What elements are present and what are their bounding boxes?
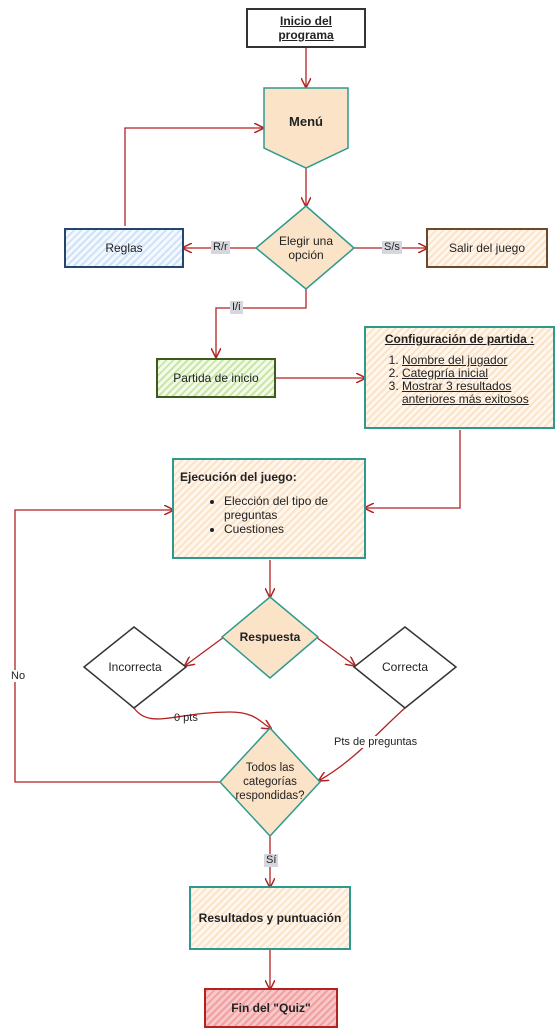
edge-label-ss: S/s	[382, 241, 402, 254]
right-label: Correcta	[381, 660, 428, 674]
edge-label-pts: Pts de preguntas	[334, 736, 418, 748]
menu-label: Menú	[289, 114, 323, 129]
config-item: Categpría inicial	[402, 367, 547, 380]
choose-label: Elegir una opción	[278, 234, 334, 262]
config-item: Mostrar 3 resultados anteriores más exit…	[402, 380, 547, 406]
edge-label-zero: 0 pts	[174, 712, 198, 724]
start-game-label: Partida de inicio	[173, 371, 259, 385]
exec-item: Elección del tipo de preguntas	[224, 494, 358, 522]
config-item: Nombre del jugador	[402, 354, 547, 367]
edge-alldone-exec	[14, 510, 220, 783]
end-label: Fin del "Quiz"	[231, 1001, 311, 1015]
edge-label-no: No	[11, 670, 26, 682]
edge-label-rr: R/r	[211, 241, 230, 254]
rules-label: Reglas	[105, 241, 143, 255]
wrong-diamond	[82, 626, 188, 709]
exec-node: Ejecución del juego: Elección del tipo d…	[172, 458, 366, 559]
choose-diamond	[254, 205, 356, 290]
rules-node: Reglas	[64, 228, 184, 268]
edge-config-exec	[366, 430, 461, 508]
exec-item: Cuestiones	[224, 522, 358, 536]
config-list: Nombre del jugador Categpría inicial Mos…	[372, 354, 547, 406]
edge-choose-startgame	[216, 289, 307, 356]
exit-label: Salir del juego	[448, 241, 526, 255]
edge-answer-wrong	[186, 636, 225, 665]
edge-wrong-alldone	[133, 707, 270, 728]
exit-node: Salir del juego	[426, 228, 548, 268]
answer-diamond	[220, 596, 320, 679]
config-title: Configuración de partida :	[384, 332, 535, 346]
wrong-label: Incorrecta	[108, 660, 162, 674]
start-game-node: Partida de inicio	[156, 358, 276, 398]
config-node: Configuración de partida : Nombre del ju…	[364, 326, 555, 429]
alldone-label: Todos las categorías respondidas?	[235, 762, 305, 802]
edge-label-yes: Sí	[264, 854, 279, 867]
start-label: Inicio del programa	[278, 14, 334, 42]
results-label: Resultados y puntuación	[198, 911, 342, 925]
start-node: Inicio del programa	[246, 8, 366, 48]
right-diamond	[352, 626, 458, 709]
end-node: Fin del "Quiz"	[204, 988, 338, 1028]
edge-label-ii: I/i	[230, 301, 243, 314]
menu-shape	[263, 87, 349, 169]
edge-answer-right	[315, 636, 354, 665]
answer-label: Respuesta	[239, 630, 301, 644]
exec-list: Elección del tipo de preguntas Cuestione…	[180, 494, 358, 536]
edge-rules-menu	[124, 128, 262, 226]
results-node: Resultados y puntuación	[189, 886, 351, 950]
alldone-diamond	[218, 726, 322, 838]
exec-title: Ejecución del juego:	[180, 470, 297, 484]
